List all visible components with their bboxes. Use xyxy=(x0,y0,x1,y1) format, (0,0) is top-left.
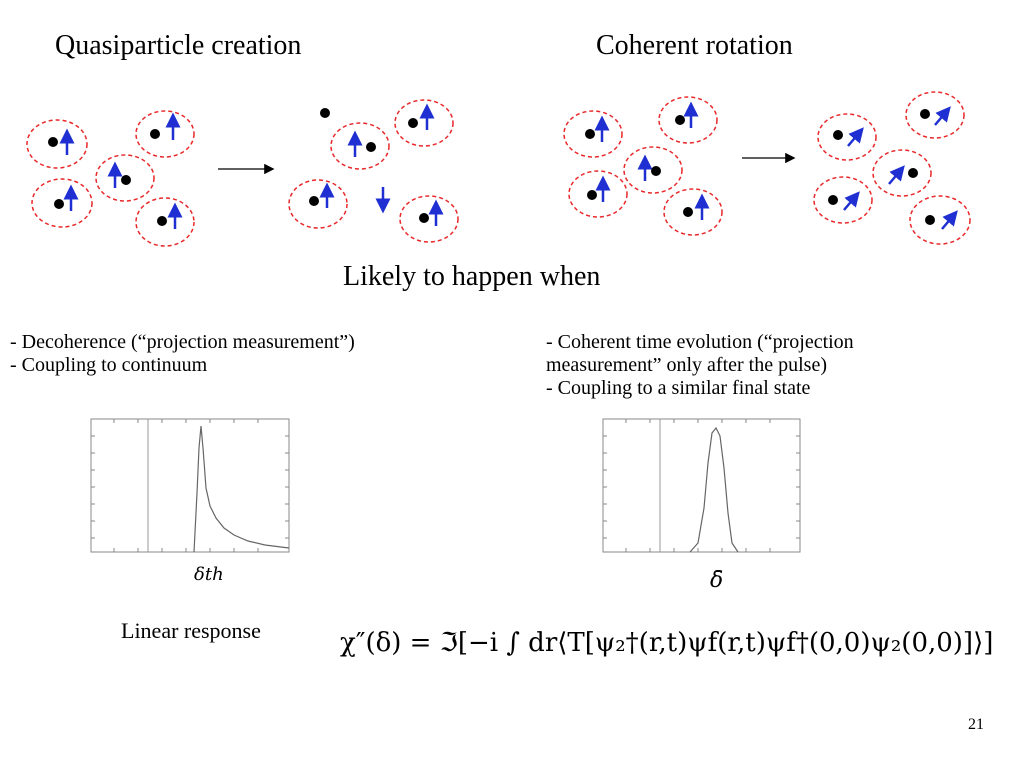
left-bullets: - Decoherence (“projection measurement”)… xyxy=(10,331,355,377)
subtitle: Likely to happen when xyxy=(343,261,601,292)
right-bullet-2: measurement” only after the pulse) xyxy=(546,354,827,376)
pair-3 xyxy=(95,154,155,202)
right-bullet-1: - Coherent time evolution (“projection xyxy=(546,331,854,353)
pair-2 xyxy=(135,110,195,158)
left-bullet-1: - Decoherence (“projection measurement”) xyxy=(10,331,355,353)
right-final-state xyxy=(813,91,971,245)
pair-1 xyxy=(26,119,88,169)
right-bullets: - Coherent time evolution (“projection m… xyxy=(546,331,854,400)
left-bullet-2: - Coupling to continuum xyxy=(10,354,208,376)
pair-4 xyxy=(31,178,93,228)
linear-response-formula: χ″(δ) = ℑ[−i ∫ dr⟨T[ψ₂†(r,t)ψf(r,t)ψf†(0… xyxy=(340,628,994,658)
left-plot xyxy=(90,418,290,553)
linear-response-label: Linear response xyxy=(121,618,261,643)
diagrams xyxy=(26,91,971,247)
pair-5 xyxy=(135,197,195,247)
left-initial-state xyxy=(26,110,195,247)
left-final-state xyxy=(288,99,459,243)
right-plot-label: δ̄ xyxy=(710,568,724,593)
left-title: Quasiparticle creation xyxy=(55,30,302,61)
right-title: Coherent rotation xyxy=(596,30,793,61)
right-plot xyxy=(602,418,801,553)
left-plot-label: δth xyxy=(194,564,224,585)
right-initial-state xyxy=(563,96,723,236)
right-bullet-3: - Coupling to a similar final state xyxy=(546,377,811,399)
slide-number: 21 xyxy=(968,716,984,733)
